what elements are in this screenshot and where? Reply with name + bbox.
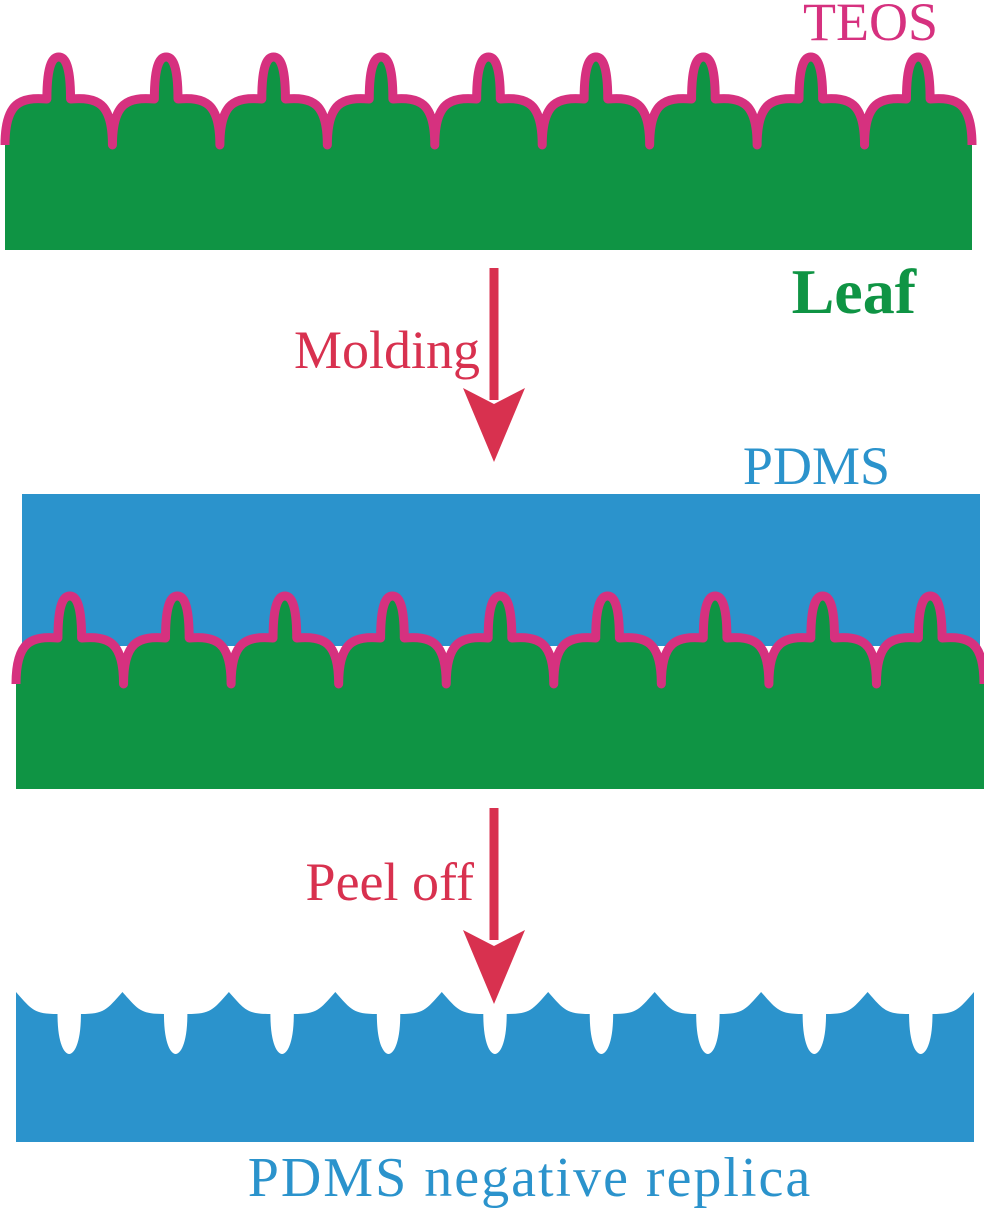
teos-coating-top	[0, 52, 977, 150]
pdms-label: PDMS	[743, 436, 890, 496]
teos-label: TEOS	[803, 0, 938, 52]
stage-leaf-with-teos	[0, 52, 977, 250]
teos-coating-middle	[11, 591, 984, 689]
stage-pdms-negative-replica	[16, 992, 974, 1142]
stage-pdms-molding	[11, 494, 984, 789]
leaf-label: Leaf	[792, 256, 917, 327]
peel-off-arrow	[463, 808, 525, 1004]
leaf-layer-middle	[16, 596, 984, 789]
pdms-negative-replica	[16, 992, 974, 1142]
molding-arrow	[463, 268, 525, 462]
replica-label: PDMS negative replica	[248, 1147, 813, 1209]
leaf-layer-top	[5, 57, 972, 250]
peel-off-label: Peel off	[306, 852, 474, 912]
molding-label: Molding	[294, 320, 480, 380]
